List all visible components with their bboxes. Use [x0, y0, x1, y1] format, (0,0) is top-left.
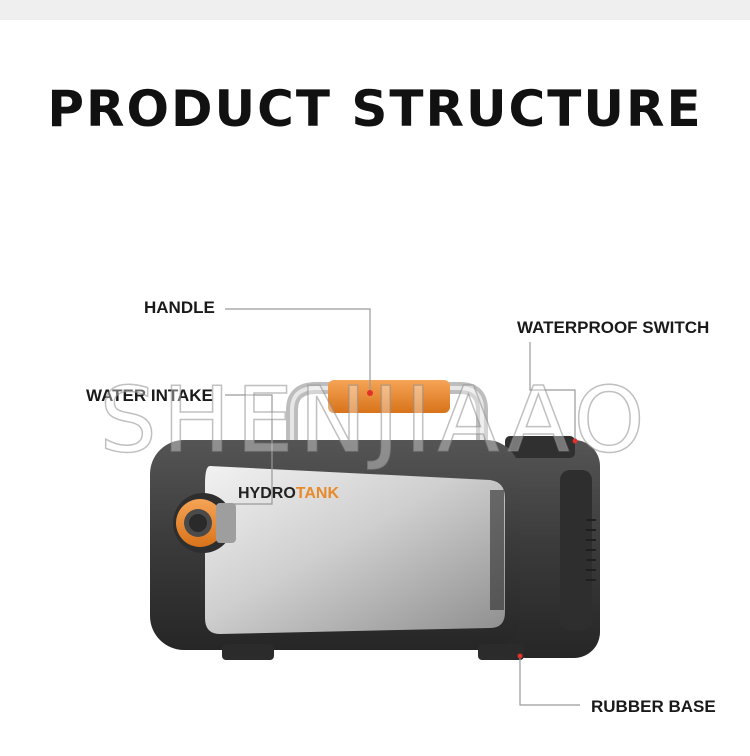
switch-block [505, 436, 575, 458]
page-title: PRODUCT STRUCTURE [47, 80, 703, 138]
watermark: SHENJIAAO [99, 367, 651, 474]
brand-logo: HYDROTANK [238, 485, 339, 502]
handle-grip [328, 380, 450, 413]
rear-foot [478, 644, 524, 660]
label-water-intake: WATER INTAKE [86, 386, 213, 405]
label-waterproof-switch: WATERPROOF SWITCH [517, 318, 710, 337]
top-band [0, 0, 750, 20]
label-handle: HANDLE [144, 298, 215, 317]
handle-leader [225, 308, 371, 390]
intake-leader [225, 394, 273, 505]
steel-panel [205, 466, 505, 634]
switch-leader [529, 342, 576, 440]
base-leader [519, 655, 580, 706]
label-rubber-base: RUBBER BASE [591, 697, 716, 716]
front-foot [222, 644, 274, 660]
